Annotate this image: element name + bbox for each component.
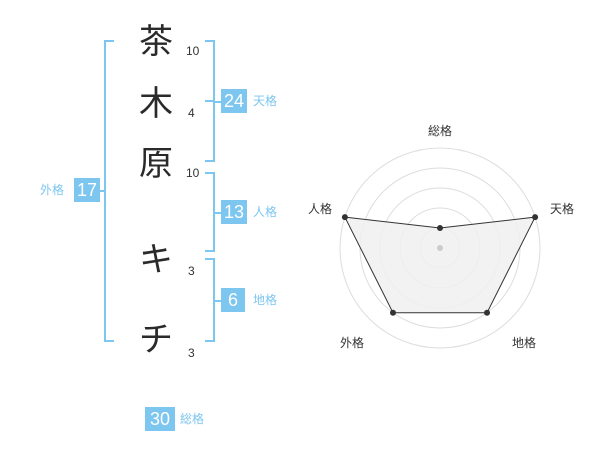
gaikaku-connector xyxy=(98,190,106,192)
name-char-5: チ xyxy=(139,320,173,360)
tenkaku-connector xyxy=(215,101,221,103)
soukaku-label: 総格 xyxy=(180,412,205,426)
chikaku-value: 6 xyxy=(221,288,245,312)
radar-point-天格 xyxy=(532,214,539,221)
radar-point-人格 xyxy=(341,214,348,221)
radar-series-polygon xyxy=(344,216,536,314)
tenkaku-bracket xyxy=(205,40,215,102)
jinkaku-bracket-lower xyxy=(205,172,215,252)
radar-chart xyxy=(339,147,541,349)
stroke-count-2: 4 xyxy=(188,106,195,120)
jinkaku-connector xyxy=(215,212,221,214)
radar-label-gaikaku: 外格 xyxy=(340,336,365,350)
name-char-3: 原 xyxy=(139,144,173,184)
chikaku-label: 地格 xyxy=(253,293,278,307)
jinkaku-bracket xyxy=(205,100,215,162)
gaikaku-label: 外格 xyxy=(40,183,65,197)
radar-center-dot xyxy=(437,245,443,251)
radar-point-外格 xyxy=(389,309,396,316)
stroke-count-5: 3 xyxy=(188,346,195,360)
name-char-4: キ xyxy=(139,240,173,280)
name-char-1: 茶 xyxy=(139,22,173,62)
tenkaku-label: 天格 xyxy=(253,94,278,108)
stroke-count-4: 3 xyxy=(188,264,195,278)
radar-label-soukaku: 総格 xyxy=(428,124,453,138)
radar-ring-5 xyxy=(339,147,541,349)
chikaku-bracket xyxy=(205,258,215,342)
radar-label-chikaku: 地格 xyxy=(512,336,537,350)
radar-label-jinkaku: 人格 xyxy=(308,202,333,216)
radar-label-tenkaku: 天格 xyxy=(550,202,575,216)
jinkaku-label: 人格 xyxy=(253,205,278,219)
name-char-2: 木 xyxy=(139,84,173,124)
jinkaku-value: 13 xyxy=(221,200,247,224)
soukaku-value: 30 xyxy=(145,407,175,431)
chikaku-connector xyxy=(215,300,221,302)
stroke-count-1: 10 xyxy=(186,44,200,58)
tenkaku-value: 24 xyxy=(221,89,247,113)
stroke-count-3: 10 xyxy=(186,166,200,180)
gaikaku-value: 17 xyxy=(74,178,100,202)
radar-point-総格 xyxy=(437,225,443,231)
radar-point-地格 xyxy=(484,309,491,316)
